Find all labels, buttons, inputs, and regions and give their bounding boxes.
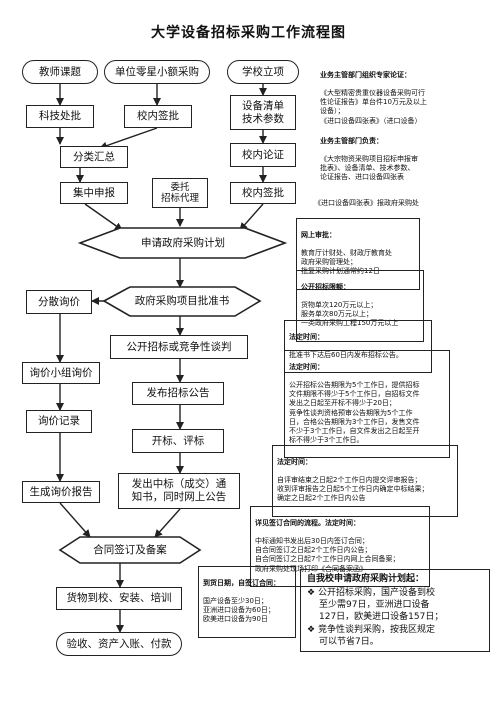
summary-item: 竞争性谈判采购，按我区规定 可以节省7日。: [307, 624, 483, 648]
note-expert-argue: 业务主管部门组织专家论证： 《大型精密贵重仪器设备采购可行 性论证报告》单台件1…: [320, 62, 495, 135]
note-body: 自评审结束之日起2个工作日内提交评审报告； 收到评审报告之日起5个工作日内确定中…: [277, 476, 429, 503]
school-sign-node-2: 校内签批: [230, 182, 296, 204]
research-office-node: 科技处批: [26, 105, 94, 128]
acceptance-node: 验收、资产入账、付款: [56, 632, 182, 656]
teacher-project-node: 教师课题: [22, 60, 98, 84]
note-header: 法定时间：: [289, 333, 324, 342]
unit-small-purchase-node: 单位零星小额采购: [104, 60, 210, 84]
note-body: 《进口设备四张表》报政府采购处: [314, 199, 419, 208]
note-body: 批准书下达后60日内发布招标公告。: [289, 351, 403, 360]
note-legal-time-3: 法定时间： 自评审结束之日起2个工作日内提交评审报告； 收到评审报告之日起5个工…: [272, 445, 458, 517]
note-header: 法定时间：: [277, 458, 312, 467]
note-header: 业务主管部门负责：: [320, 137, 383, 146]
central-report-node: 集中申报: [60, 182, 128, 204]
scattered-inquiry-node: 分散询价: [26, 290, 92, 314]
public-tender-node: 公开招标或竞争性谈判: [110, 335, 248, 359]
note-arrival-date: 到货日期，自签订合同： 国产设备至少30日； 亚洲进口设备为60日； 欧美进口设…: [198, 566, 296, 638]
note-tender-limit: 公开招标限额： 货物单次120万元以上； 服务单次80万元以上； 一类政府采购工…: [296, 270, 424, 342]
summary-box: 自我校申请政府采购计划起： 公开招标采购，国产设备到校 至少需97日，亚洲进口设…: [300, 569, 490, 652]
win-notice-node: 发出中标（成交）通 知书，同时网上公告: [118, 473, 240, 509]
inquiry-record-node: 询价记录: [26, 410, 92, 433]
note-body: 国产设备至少30日； 亚洲进口设备为60日； 欧美进口设备为90日: [203, 597, 275, 624]
note-body: 货物单次120万元以上； 服务单次80万元以上； 一类政府采购工程150万元以上: [301, 301, 399, 328]
note-header: 业务主管部门组织专家论证：: [320, 71, 411, 80]
inquiry-report-node: 生成询价报告: [22, 481, 100, 503]
summary-item: 公开招标采购，国产设备到校 至少需97日，亚洲进口设备 127日，欧美进口设备1…: [307, 587, 483, 623]
approval-shape: [102, 286, 262, 317]
classify-summary-node: 分类汇总: [60, 146, 128, 168]
school-sign-node-1: 校内签批: [124, 105, 192, 128]
contract-shape: [58, 536, 202, 564]
approval-label: 政府采购项目批准书: [134, 294, 230, 307]
page-title: 大学设备招标采购工作流程图: [151, 25, 346, 41]
note-legal-time-1: 法定时间： 批准书下达后60日内发布招标公告。: [284, 320, 432, 374]
note-business-dept: 业务主管部门负责： 《大宗物资采购项目招标申报审 批表》、设备清单、技术参数、 …: [320, 128, 495, 192]
note-header: 到货日期，自签订合同：: [203, 579, 280, 588]
note-body: 《大宗物资采购项目招标申报审 批表》、设备清单、技术参数、 论证报告、进口设备四…: [320, 155, 418, 182]
note-header: 详见签订合同的流程。法定时间：: [255, 519, 360, 528]
contract-label: 合同签订及备案: [93, 543, 167, 556]
summary-header: 自我校申请政府采购计划起：: [307, 574, 425, 584]
publish-notice-node: 发布招标公告: [132, 382, 224, 405]
note-import-forms: 《进口设备四张表》报政府采购处: [314, 190, 494, 217]
entrust-agent-node: 委托 招标代理: [152, 178, 208, 208]
school-argue-node: 校内论证: [230, 143, 296, 167]
note-body: 中标通知书发出后30日内签订合同； 自合同签订之日起2个工作日内公告； 自合同签…: [255, 537, 400, 573]
school-project-node: 学校立项: [227, 60, 299, 84]
note-body: 教育厅计财处、财政厅教育处 政府采购管理处； 批复采购计划通常约12日: [301, 249, 392, 276]
note-header: 公开招标限额：: [301, 283, 350, 292]
note-body: 公开招标公告期限为5个工作日，提供招标 文件期限不得少于5个工作日，自招标文件 …: [289, 381, 420, 444]
delivery-node: 货物到校、安装、培训: [56, 587, 182, 610]
equipment-list-node: 设备清单 技术参数: [230, 95, 296, 130]
inquiry-group-node: 询价小组询价: [22, 362, 100, 384]
note-header: 网上审批：: [301, 231, 336, 240]
open-bid-node: 开标、评标: [132, 429, 224, 453]
note-online-approval: 网上审批： 教育厅计财处、财政厅教育处 政府采购管理处； 批复采购计划通常约12…: [296, 218, 420, 290]
apply-plan-label: 申请政府采购计划: [141, 236, 225, 249]
note-body: 《大型精密贵重仪器设备采购可行 性论证报告》单台件10万元及以上 设备）； 《进…: [320, 89, 427, 125]
note-legal-time-2: 法定时间： 公开招标公告期限为5个工作日，提供招标 文件期限不得少于5个工作日，…: [284, 350, 450, 459]
apply-plan-shape: [77, 227, 288, 259]
note-header: 法定时间：: [289, 363, 324, 372]
